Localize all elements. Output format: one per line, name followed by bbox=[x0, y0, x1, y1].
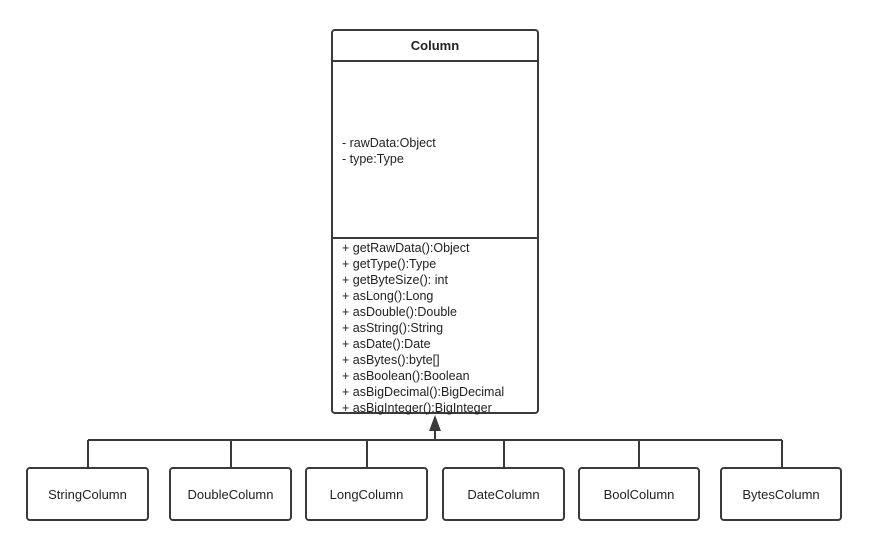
attribute-item: - type:Type bbox=[342, 152, 404, 166]
method-item: + asDouble():Double bbox=[342, 305, 457, 319]
longcolumn-class-box[interactable]: LongColumn bbox=[305, 467, 428, 521]
method-item: + asBoolean():Boolean bbox=[342, 369, 470, 383]
method-item: + asBigDecimal():BigDecimal bbox=[342, 385, 505, 399]
methods-compartment: + getRawData():Object + getType():Type +… bbox=[333, 239, 537, 416]
stringcolumn-class-box[interactable]: StringColumn bbox=[26, 467, 149, 521]
class-name: Column bbox=[333, 31, 537, 62]
method-item: + asDate():Date bbox=[342, 337, 431, 351]
attribute-item: - rawData:Object bbox=[342, 136, 436, 150]
method-item: + asLong():Long bbox=[342, 289, 434, 303]
method-item: + asBytes():byte[] bbox=[342, 353, 440, 367]
method-item: + asBigInteger():BigInteger bbox=[342, 401, 492, 415]
method-item: + getRawData():Object bbox=[342, 241, 470, 255]
method-item: + getByteSize(): int bbox=[342, 273, 448, 287]
bytescolumn-class-box[interactable]: BytesColumn bbox=[720, 467, 842, 521]
inheritance-arrowhead-icon bbox=[429, 415, 441, 431]
column-class-box[interactable]: Column - rawData:Object - type:Type + ge… bbox=[331, 29, 539, 416]
method-item: + getType():Type bbox=[342, 257, 437, 271]
doublecolumn-class-box[interactable]: DoubleColumn bbox=[169, 467, 292, 521]
attributes-compartment: - rawData:Object - type:Type bbox=[333, 62, 537, 239]
boolcolumn-class-box[interactable]: BoolColumn bbox=[578, 467, 700, 521]
datecolumn-class-box[interactable]: DateColumn bbox=[442, 467, 565, 521]
method-item: + asString():String bbox=[342, 321, 444, 335]
